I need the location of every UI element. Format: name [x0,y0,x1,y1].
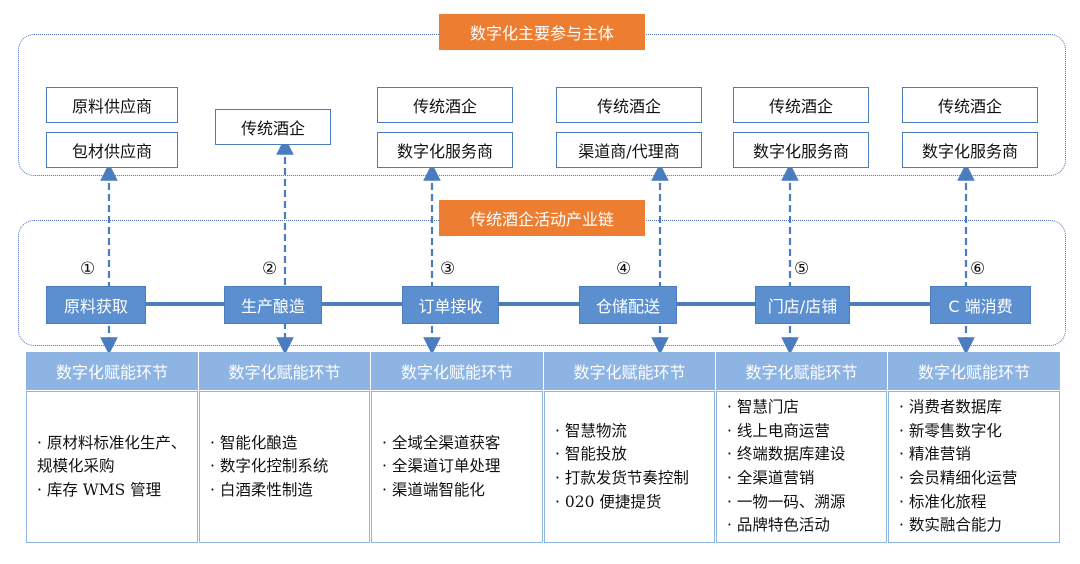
col-1-item: · 原材料标准化生产、规模化采购 [37,433,187,476]
col-6-item: · 消费者数据库 [899,398,1002,417]
col-body-3: · 全域全渠道获客 · 全渠道订单处理 · 渠道端智能化 [371,391,543,543]
col-2-item: · 数字化控制系统 [210,457,329,476]
actor-6-1: 传统酒企 [902,87,1038,123]
col-body-6: · 消费者数据库 · 新零售数字化 · 精准营销 · 会员精细化运营 · 标准化… [888,391,1060,543]
step-number-5: ⑤ [794,259,810,279]
step-number-2: ② [262,259,278,279]
col-2-item: · 白酒柔性制造 [210,480,313,499]
col-3-item: · 全域全渠道获客 [382,433,501,452]
col-body-2: · 智能化酿造 · 数字化控制系统 · 白酒柔性制造 [199,391,370,543]
col-header-4: 数字化赋能环节 [544,352,715,390]
col-6-item: · 精准营销 [899,445,971,464]
col-5-item: · 全渠道营销 [727,469,815,487]
actor-3-2: 数字化服务商 [377,132,513,168]
chain-line-4 [675,302,755,306]
step-6: C 端消费 [930,286,1031,324]
chain-line-3 [497,302,579,306]
step-3: 订单接收 [402,286,499,324]
col-3-item: · 渠道端智能化 [382,480,485,499]
col-5-item: · 一物一码、溯源 [727,492,846,511]
step-2: 生产酿造 [224,286,322,324]
actor-4-1: 传统酒企 [556,87,702,123]
col-6-item: · 数实融合能力 [899,516,1002,535]
col-5-item: · 品牌特色活动 [727,516,830,535]
step-number-6: ⑥ [970,259,986,279]
col-header-1: 数字化赋能环节 [26,352,198,390]
actor-1-1: 原料供应商 [46,87,178,123]
participants-title: 数字化主要参与主体 [439,14,645,50]
col-header-6: 数字化赋能环节 [888,352,1060,390]
col-body-1: · 原材料标准化生产、规模化采购 · 库存 WMS 管理 [26,391,198,543]
actor-6-2: 数字化服务商 [902,132,1038,168]
col-3-item: · 全渠道订单处理 [382,457,501,476]
col-2-item: · 智能化酿造 [210,433,298,452]
col-1-item: · 库存 WMS 管理 [37,480,162,499]
col-4-item: · 020 便捷提货 [555,492,662,511]
col-header-3: 数字化赋能环节 [371,352,543,390]
actor-5-2: 数字化服务商 [733,132,869,168]
step-5: 门店/店铺 [755,286,850,324]
col-5-item: · 智慧门店 [727,398,799,417]
col-5-item: · 线上电商运营 [727,421,830,440]
chain-line-1 [144,302,224,306]
step-number-3: ③ [440,259,456,279]
col-6-item: · 会员精细化运营 [899,469,1018,487]
col-4-item: · 智能投放 [555,445,627,464]
col-header-2: 数字化赋能环节 [199,352,370,390]
col-6-item: · 标准化旅程 [899,492,987,511]
chain-line-2 [320,302,402,306]
step-1: 原料获取 [46,286,146,324]
actor-4-2: 渠道商/代理商 [556,132,702,168]
col-header-5: 数字化赋能环节 [716,352,887,390]
actor-2-1: 传统酒企 [215,109,331,145]
col-4-item: · 打款发货节奏控制 [555,469,689,487]
chain-line-5 [848,302,930,306]
step-number-4: ④ [616,259,632,279]
actor-1-2: 包材供应商 [46,132,178,168]
step-number-1: ① [80,259,96,279]
actor-5-1: 传统酒企 [733,87,869,123]
col-6-item: · 新零售数字化 [899,421,1002,440]
col-4-item: · 智慧物流 [555,421,627,440]
col-body-5: · 智慧门店 · 线上电商运营 · 终端数据库建设 · 全渠道营销 · 一物一码… [716,391,887,543]
col-body-4: · 智慧物流 · 智能投放 · 打款发货节奏控制 · 020 便捷提货 [544,391,715,543]
step-4: 仓储配送 [579,286,677,324]
industry-chain-title: 传统酒企活动产业链 [439,200,645,236]
col-5-item: · 终端数据库建设 [727,445,846,464]
actor-3-1: 传统酒企 [377,87,513,123]
